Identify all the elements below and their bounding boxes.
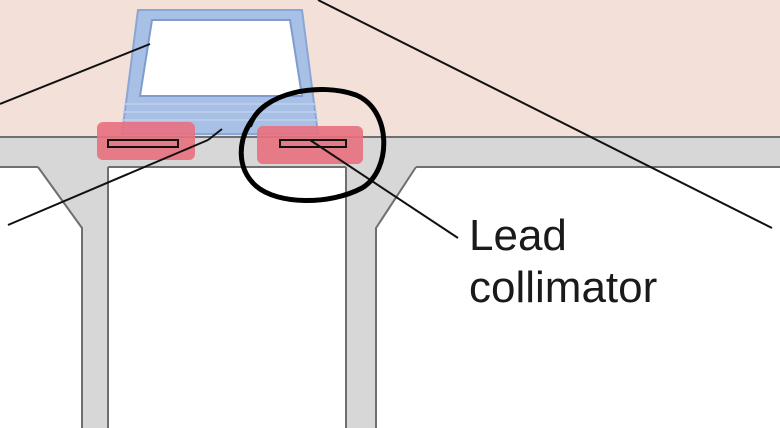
lead-bar-left <box>107 139 179 148</box>
left-septum <box>38 167 108 428</box>
left-septum-edge <box>37 166 83 428</box>
tissue-region <box>0 0 780 138</box>
leader-line-left <box>7 139 209 226</box>
right-septum <box>346 167 416 428</box>
label-lead: Lead <box>469 211 567 260</box>
leader-line-left-tip <box>207 128 223 141</box>
lead-bar-right <box>279 139 347 148</box>
lead-highlight-right <box>257 126 363 164</box>
leader-line-diagonal <box>317 0 773 229</box>
leader-line-collimator <box>309 139 459 239</box>
right-septum-edge <box>375 166 417 428</box>
detector-crystal-inner <box>138 19 304 97</box>
hand-drawn-circle <box>238 87 387 203</box>
leader-line-crystal <box>0 43 151 105</box>
label-collimator: collimator <box>469 263 658 312</box>
